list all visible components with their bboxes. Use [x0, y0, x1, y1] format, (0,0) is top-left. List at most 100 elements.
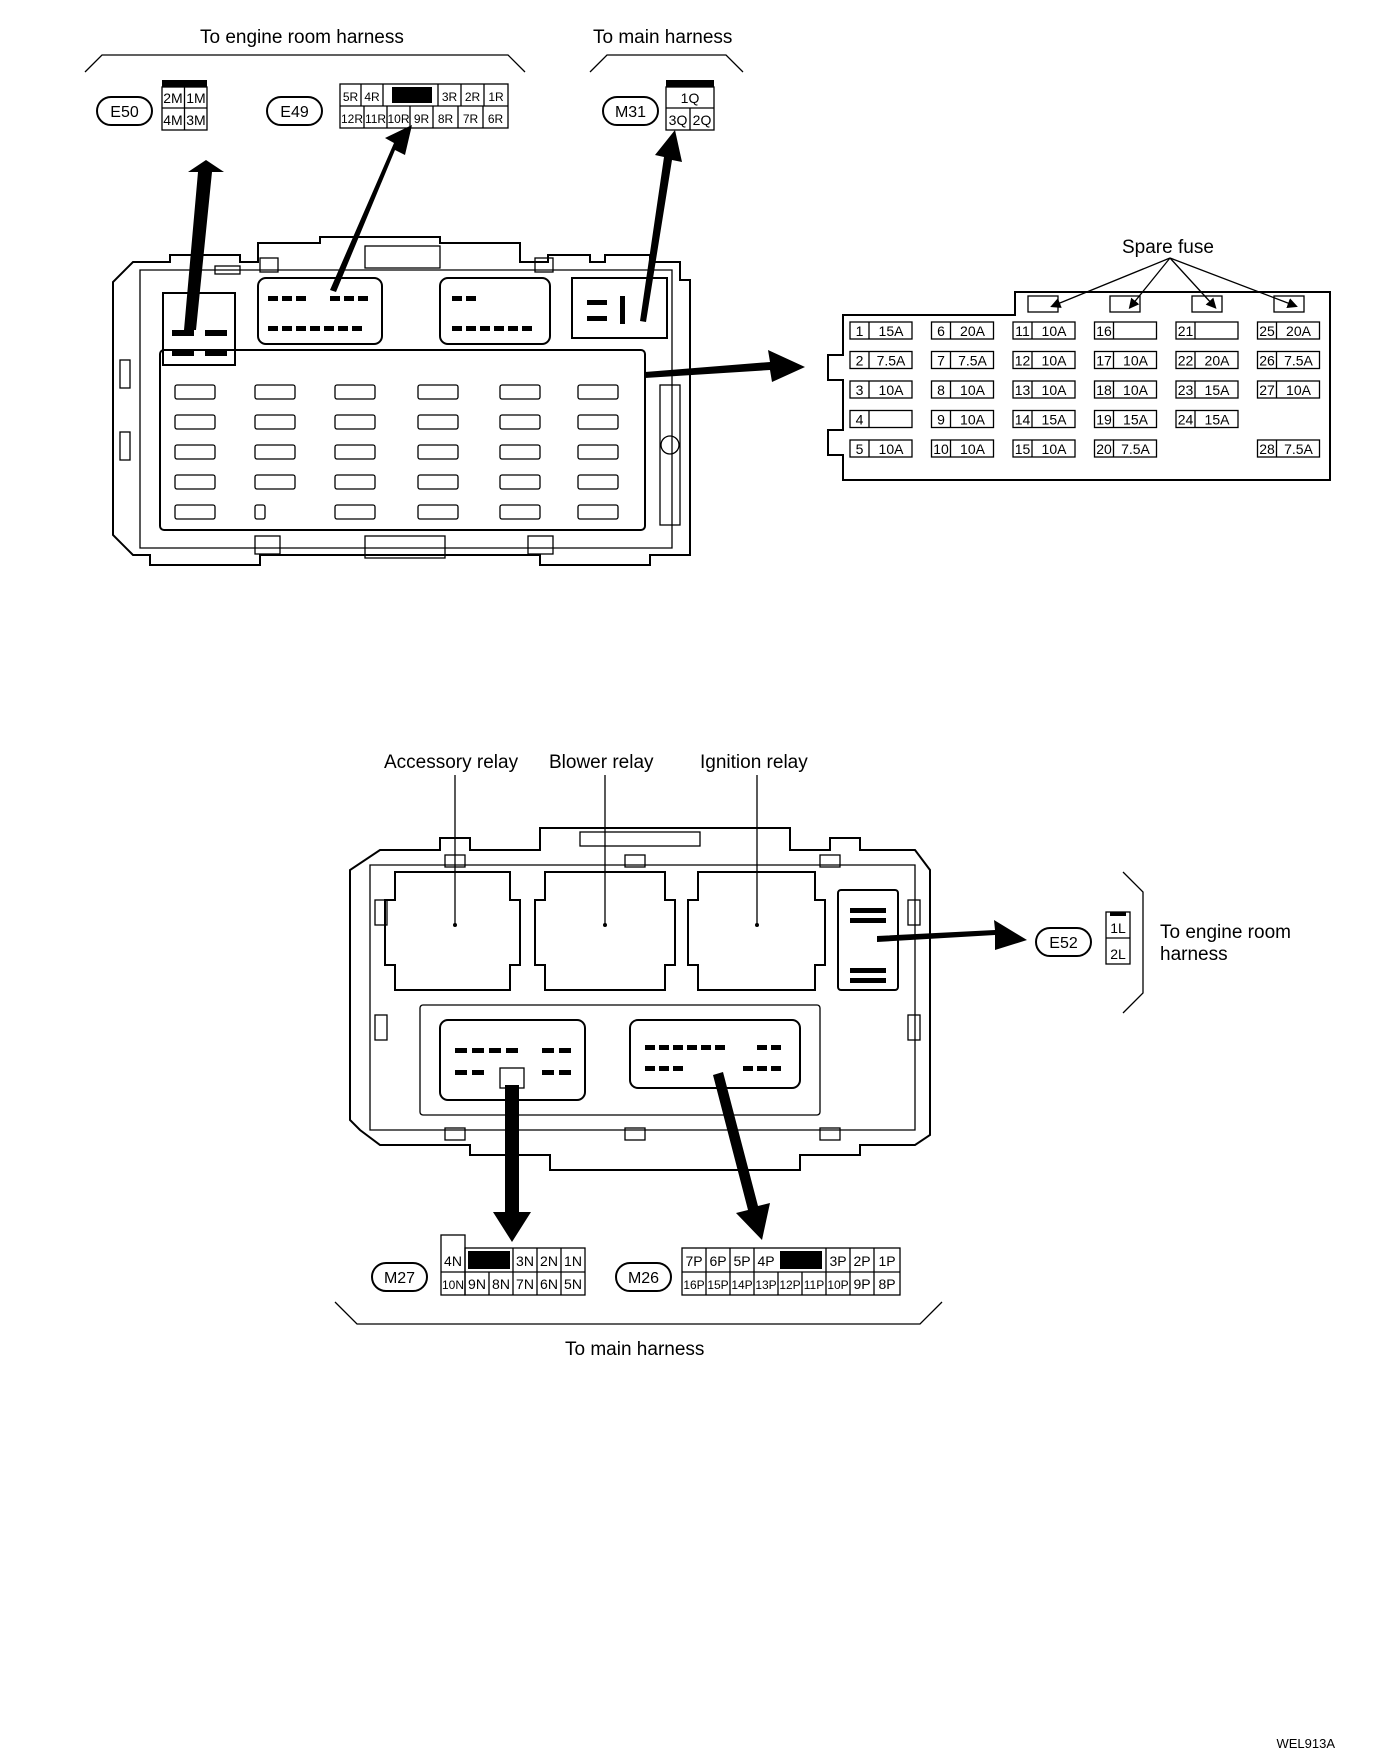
arrow-to-e50: [184, 160, 224, 330]
fuse-number: 15: [1015, 441, 1031, 457]
pin-label: 12R: [341, 112, 363, 126]
pin-label: 4M: [163, 112, 182, 128]
fuse-slot: [334, 414, 376, 430]
connector-e52: E52 1L 2L: [1035, 871, 1144, 1014]
fuse-slot: [254, 444, 296, 460]
pin-label: 2R: [465, 90, 481, 104]
m26-socket: [629, 1019, 801, 1089]
pin-label: 2Q: [693, 112, 712, 128]
fuse-slot: [334, 474, 376, 490]
blank-pin-position: [468, 1251, 510, 1269]
fuse-slot: [174, 384, 216, 400]
fuse-number: 27: [1259, 382, 1275, 398]
fuse-rating: 10A: [1123, 353, 1149, 369]
connector-m31-id: M31: [615, 104, 646, 121]
connector-m31: M31 1Q 3Q 2Q: [602, 80, 715, 131]
spare-fuse-label: Spare fuse: [1122, 237, 1214, 258]
pin-label: 14P: [731, 1278, 752, 1292]
connector-id-badge: [602, 96, 659, 126]
pin-label: 10R: [387, 112, 409, 126]
connector-e50: E50 2M 1M 4M 3M: [96, 80, 208, 131]
fuse-number: 10: [933, 441, 949, 457]
arrow-to-e49: [330, 125, 412, 292]
fuse-panel: [159, 349, 646, 531]
engine-harness-bracket: [84, 54, 526, 73]
fuse-slot: [174, 504, 216, 520]
fuse-rating: 10A: [960, 441, 986, 457]
pin-label: 6P: [709, 1253, 726, 1269]
pin-label: 7N: [516, 1276, 534, 1292]
pin-label: 8R: [438, 112, 454, 126]
fuse-number: 17: [1096, 353, 1112, 369]
fuse-number: 1: [856, 323, 864, 339]
connector-m27-id: M27: [384, 1270, 415, 1287]
fuse-slot: [334, 504, 376, 520]
fuse-cell-16: 16: [1093, 321, 1158, 340]
m31-socket: [571, 277, 668, 339]
connector-id-badge: [96, 96, 153, 126]
fuse-rating: 7.5A: [1284, 441, 1313, 457]
fuse-slot: [577, 414, 619, 430]
pin-label: 1M: [186, 90, 205, 106]
fuse-slot: [577, 474, 619, 490]
pin-label: 3Q: [669, 112, 688, 128]
pin-label: 1Q: [681, 90, 700, 106]
pin-label: 6R: [488, 112, 504, 126]
blower-relay-label: Blower relay: [549, 752, 654, 773]
pin-label: 6N: [540, 1276, 558, 1292]
pin-label: 5N: [564, 1276, 582, 1292]
fuse-number: 24: [1178, 412, 1194, 428]
e52-harness-label-line1: To engine room: [1160, 922, 1291, 943]
fuse-slot: [577, 504, 619, 520]
spare-fuse-slot: [1191, 295, 1223, 313]
arrow-to-m26: [713, 1072, 770, 1240]
fuse-slot: [417, 474, 459, 490]
connector-socket: [439, 277, 551, 345]
fuse-rating: 20A: [960, 323, 986, 339]
fuse-rating: 10A: [1286, 382, 1312, 398]
pin-label: 7R: [463, 112, 479, 126]
pin-label: 1P: [878, 1253, 895, 1269]
fuse-number: 28: [1259, 441, 1275, 457]
fuse-slot: [417, 384, 459, 400]
fuse-slot: [174, 444, 216, 460]
accessory-relay: [384, 871, 521, 991]
pin-label: 4R: [364, 90, 380, 104]
fuse-slot: [499, 384, 541, 400]
fuse-slot: [254, 384, 296, 400]
fuse-rating: 10A: [1042, 353, 1068, 369]
ignition-relay: [687, 871, 826, 991]
pin-label: 4N: [444, 1253, 462, 1269]
arrow-to-m27: [493, 1085, 531, 1242]
pin-label: 11R: [365, 112, 386, 126]
spare-fuse-slot: [1109, 295, 1141, 313]
fuse-slot: [254, 474, 296, 490]
figure-code: WEL913A: [1276, 1736, 1335, 1751]
fuse-rating: 7.5A: [877, 353, 906, 369]
pin-label: 1N: [564, 1253, 582, 1269]
fuse-slot: [499, 444, 541, 460]
pin-label: 3M: [186, 112, 205, 128]
pin-label: 13P: [755, 1278, 776, 1292]
fuse-cell-21: 21: [1175, 321, 1239, 340]
fuse-slot: [254, 414, 296, 430]
fuse-cell-10: 10 10A: [930, 439, 995, 458]
fuse-slot: [334, 384, 376, 400]
fuse-slot: [174, 474, 216, 490]
fuse-slot: [577, 444, 619, 460]
blank-pin-position: [392, 87, 432, 103]
blower-relay: [534, 871, 676, 991]
fuse-rating: 7.5A: [958, 353, 987, 369]
fuse-rating: 10A: [1123, 382, 1149, 398]
fuse-slot: [417, 504, 459, 520]
